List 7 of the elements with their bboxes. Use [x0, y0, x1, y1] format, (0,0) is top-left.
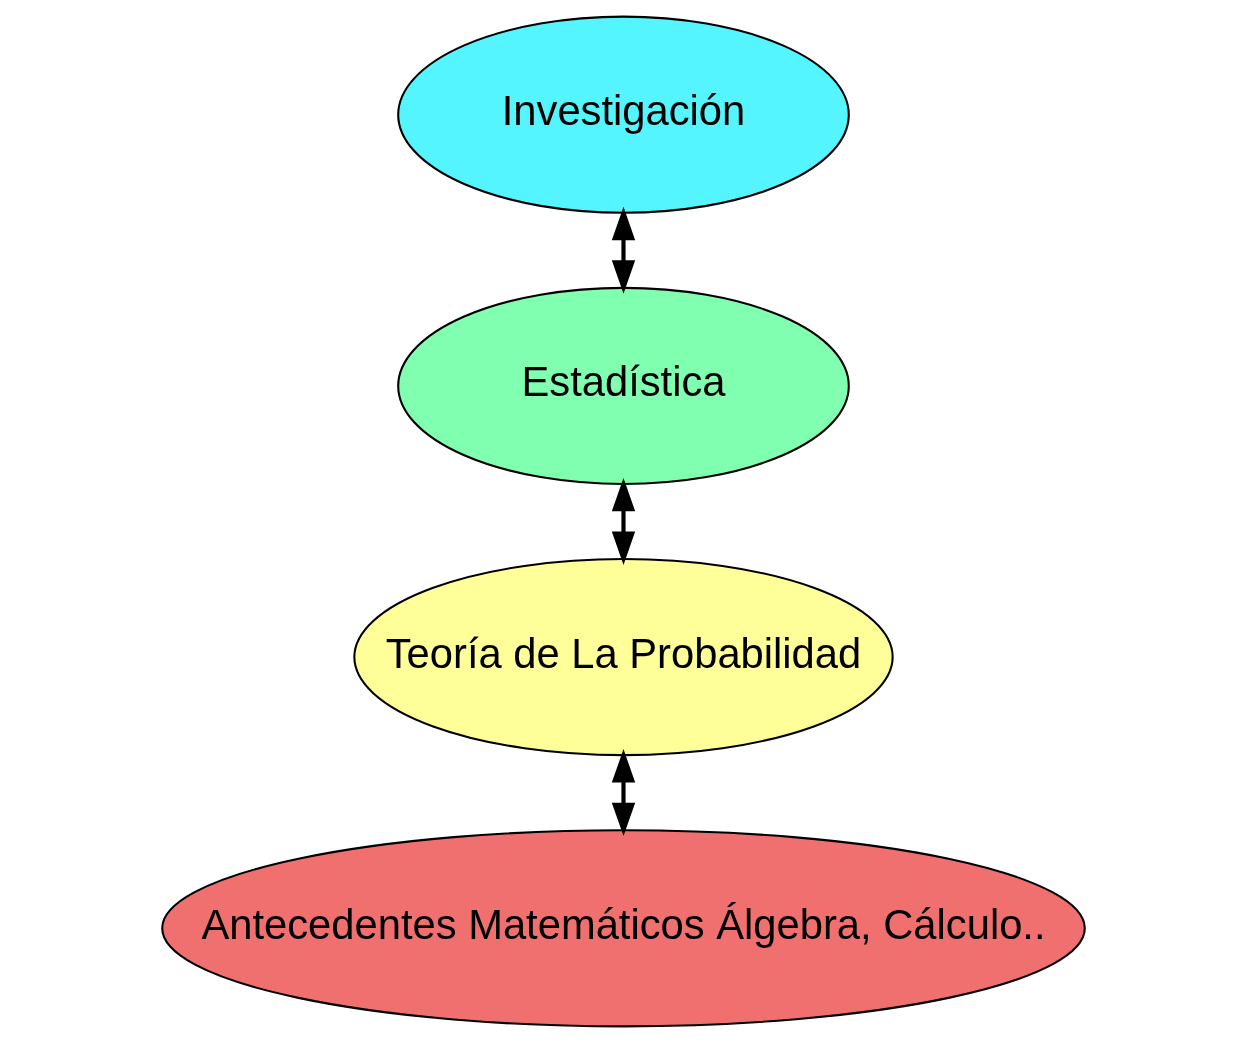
node-ellipse: Investigación	[397, 15, 850, 214]
arrow	[611, 749, 636, 837]
node-ellipse: Antecedentes Matemáticos Álgebra, Cálculo..	[161, 829, 1086, 1028]
arrow	[611, 206, 636, 294]
arrow	[611, 477, 636, 565]
node-ellipse: Teoría de La Probabilidad	[353, 558, 894, 757]
node-ellipse: Estadística	[397, 286, 850, 485]
